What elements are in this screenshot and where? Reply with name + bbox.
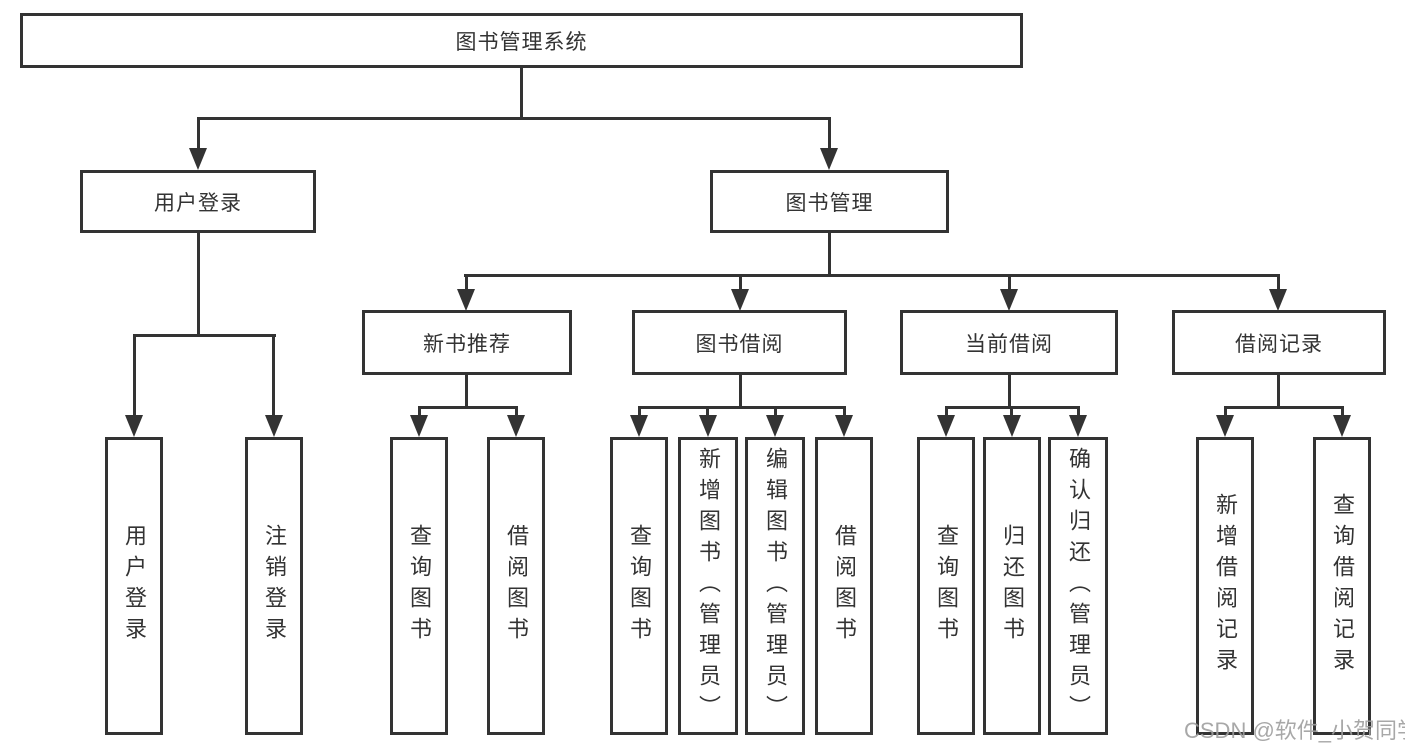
- connector-line: [1077, 406, 1080, 417]
- connector-line: [133, 334, 276, 337]
- leaf-label: 用户登录: [122, 524, 147, 648]
- connector-line: [1224, 406, 1227, 417]
- arrow-down: [457, 289, 475, 311]
- leaf-label: 注销登录: [262, 524, 287, 648]
- connector-line: [133, 334, 136, 417]
- node-borrow-records-label: 借阅记录: [1235, 332, 1323, 356]
- watermark: CSDN @软件_小贺同学: [1184, 718, 1405, 743]
- arrow-down: [699, 415, 717, 437]
- leaf-add-books-admin: 新增图书（管理员）: [678, 437, 738, 735]
- connector-line: [828, 233, 831, 276]
- leaf-add-borrow-record: 新增借阅记录: [1196, 437, 1254, 735]
- leaf-logout: 注销登录: [245, 437, 303, 735]
- arrow-down: [1000, 289, 1018, 311]
- leaf-edit-books-admin: 编辑图书（管理员）: [745, 437, 805, 735]
- leaf-label: 借阅图书: [832, 524, 857, 648]
- connector-line: [739, 375, 742, 408]
- connector-line: [638, 406, 846, 409]
- arrow-down: [766, 415, 784, 437]
- connector-line: [464, 274, 1280, 277]
- leaf-query-borrow-record: 查询借阅记录: [1313, 437, 1371, 735]
- arrow-down: [835, 415, 853, 437]
- leaf-query-books-1: 查询图书: [390, 437, 448, 735]
- arrow-down: [1003, 415, 1021, 437]
- arrow-down: [820, 148, 838, 170]
- connector-line: [520, 67, 523, 119]
- node-user-login-label: 用户登录: [154, 191, 242, 215]
- connector-line: [828, 117, 831, 150]
- node-new-book-recommend-label: 新书推荐: [423, 332, 511, 356]
- node-current-borrow-label: 当前借阅: [965, 332, 1053, 356]
- connector-line: [638, 406, 641, 417]
- leaf-label: 新增图书（管理员）: [696, 446, 721, 726]
- arrow-down: [630, 415, 648, 437]
- arrow-down: [410, 415, 428, 437]
- leaf-label: 归还图书: [1000, 524, 1025, 648]
- connector-line: [197, 117, 200, 150]
- connector-line: [272, 334, 275, 417]
- connector-line: [1010, 406, 1013, 417]
- connector-line: [843, 406, 846, 417]
- leaf-label: 查询借阅记录: [1330, 493, 1355, 679]
- leaf-confirm-return-admin: 确认归还（管理员）: [1048, 437, 1108, 735]
- leaf-label: 查询图书: [934, 524, 959, 648]
- arrow-down: [265, 415, 283, 437]
- leaf-query-books-3: 查询图书: [917, 437, 975, 735]
- node-book-borrow: 图书借阅: [632, 310, 847, 375]
- leaf-borrow-books-2: 借阅图书: [815, 437, 873, 735]
- node-current-borrow: 当前借阅: [900, 310, 1118, 375]
- leaf-label: 新增借阅记录: [1213, 493, 1238, 679]
- connector-line: [418, 406, 518, 409]
- connector-line: [465, 375, 468, 408]
- connector-line: [1277, 375, 1280, 408]
- arrow-down: [125, 415, 143, 437]
- leaf-label: 借阅图书: [504, 524, 529, 648]
- node-borrow-records: 借阅记录: [1172, 310, 1386, 375]
- arrow-down: [507, 415, 525, 437]
- leaf-borrow-books-1: 借阅图书: [487, 437, 545, 735]
- leaf-label: 查询图书: [407, 524, 432, 648]
- connector-line: [774, 406, 777, 417]
- arrow-down: [189, 148, 207, 170]
- node-book-borrow-label: 图书借阅: [695, 332, 784, 356]
- arrow-down: [937, 415, 955, 437]
- node-root: 图书管理系统: [20, 13, 1023, 68]
- arrow-down: [731, 289, 749, 311]
- connector-line: [197, 117, 831, 120]
- node-root-label: 图书管理系统: [455, 30, 588, 54]
- node-new-book-recommend: 新书推荐: [362, 310, 572, 375]
- connector-line: [515, 406, 518, 417]
- arrow-down: [1269, 289, 1287, 311]
- arrow-down: [1333, 415, 1351, 437]
- leaf-label: 编辑图书（管理员）: [763, 446, 788, 726]
- connector-line: [1341, 406, 1344, 417]
- connector-line: [1008, 274, 1011, 291]
- connector-line: [418, 406, 421, 417]
- node-user-login: 用户登录: [80, 170, 316, 233]
- leaf-label: 确认归还（管理员）: [1066, 446, 1091, 726]
- leaf-user-login: 用户登录: [105, 437, 163, 735]
- connector-line: [1277, 274, 1280, 291]
- leaf-return-books: 归还图书: [983, 437, 1041, 735]
- leaf-query-books-2: 查询图书: [610, 437, 668, 735]
- connector-line: [1008, 375, 1011, 408]
- arrow-down: [1216, 415, 1234, 437]
- node-book-management-label: 图书管理: [785, 191, 874, 215]
- leaf-label: 查询图书: [627, 524, 652, 648]
- connector-line: [1224, 406, 1344, 409]
- connector-line: [706, 406, 709, 417]
- node-book-management: 图书管理: [710, 170, 949, 233]
- connector-line: [465, 274, 468, 291]
- connector-line: [945, 406, 948, 417]
- connector-line: [739, 274, 742, 291]
- connector-line: [197, 233, 200, 335]
- arrow-down: [1069, 415, 1087, 437]
